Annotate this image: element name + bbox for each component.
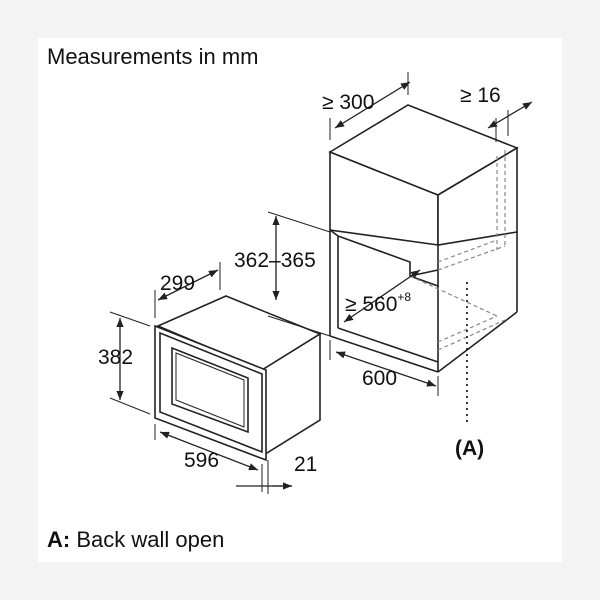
dim-line-gap-top (487, 101, 533, 129)
dim-line-appliance-depth (157, 269, 219, 301)
label-appliance-height: 382 (98, 346, 133, 369)
label-gap-top: ≥ 16 (460, 84, 501, 107)
dim-line-niche-width (335, 351, 437, 387)
appliance-door-frame (159, 331, 263, 454)
dim-line-appliance-width (159, 431, 259, 471)
label-niche-inner-width: ≥ 560+8 (345, 290, 411, 316)
cabinet-niche (328, 104, 519, 373)
footnote-key: A: (47, 527, 71, 552)
label-niche-height: 362–365 (234, 249, 316, 272)
label-appliance-depth: 299 (160, 272, 195, 295)
dim-line-niche-depth (334, 81, 411, 129)
diagram-sheet (38, 38, 562, 562)
hidden-lines (409, 150, 506, 351)
microwave-appliance (154, 295, 322, 462)
appliance-window-inner (175, 352, 245, 428)
footnote: A: Back wall open (47, 527, 224, 553)
diagram-title: Measurements in mm (47, 44, 259, 69)
dim-line-niche-inner-width (343, 269, 421, 323)
label-niche-depth: ≥ 300 (322, 91, 374, 114)
label-appliance-width: 596 (184, 449, 219, 472)
footnote-text: Back wall open (76, 527, 225, 552)
label-panel-thickness: 21 (294, 453, 317, 476)
appliance-front-panel (154, 324, 267, 462)
label-back-wall-marker: (A) (455, 437, 484, 460)
dimension-lines (109, 72, 533, 494)
label-niche-width: 600 (362, 367, 397, 390)
